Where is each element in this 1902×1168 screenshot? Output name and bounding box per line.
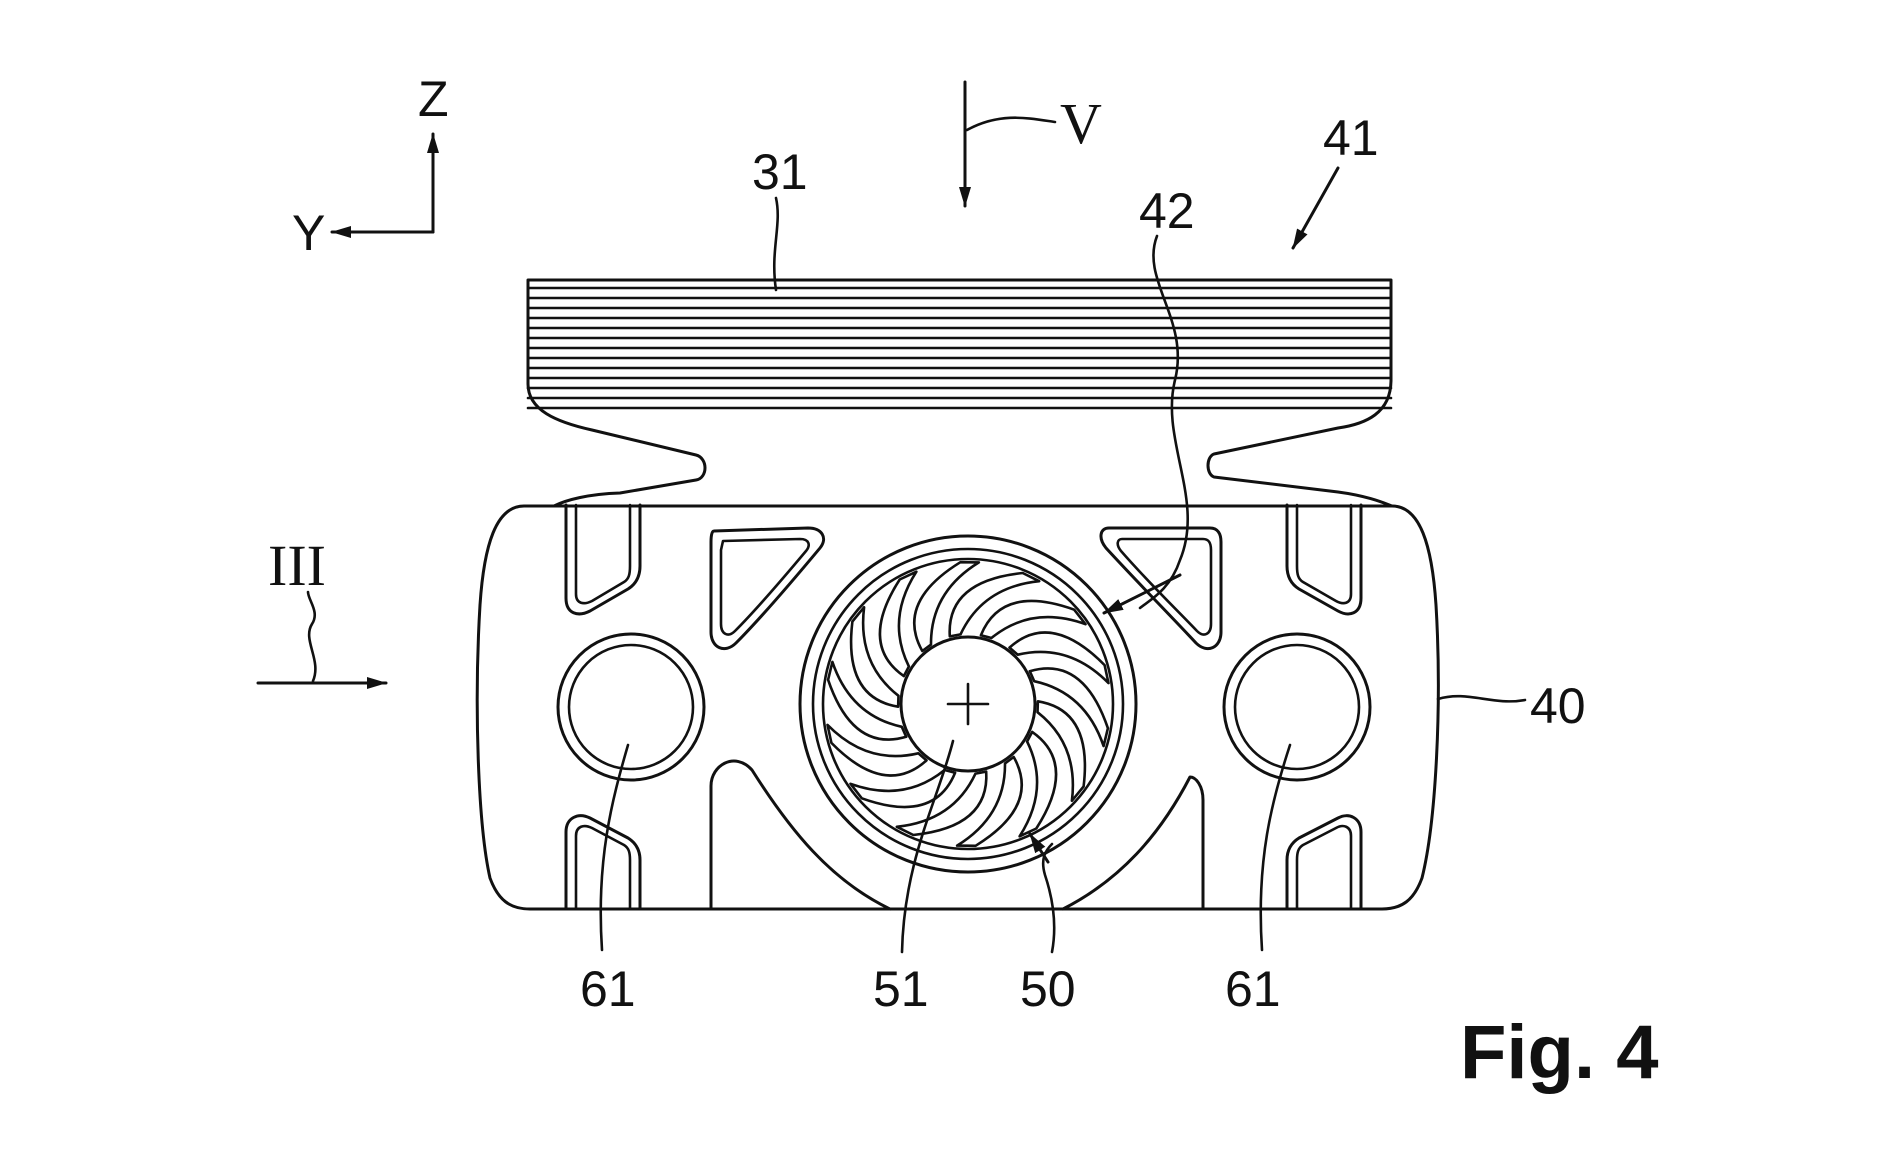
ref-31: 31 (752, 144, 808, 200)
housing-40 (475, 503, 1440, 911)
ref-40: 40 (1530, 678, 1586, 734)
ref-50: 50 (1020, 961, 1076, 1017)
fan-blade (955, 755, 1023, 848)
y-axis-label: Y (292, 205, 325, 261)
ref-51: 51 (873, 961, 929, 1017)
pocket-upper-mid-left-inner (719, 537, 810, 636)
fan-blade (826, 723, 928, 777)
fan-blade (1036, 700, 1087, 803)
view-arrow-v: V (959, 80, 1102, 208)
fan-blade (1008, 631, 1110, 685)
fan-blade (979, 599, 1087, 640)
rib-lower-right (1061, 775, 1205, 911)
ref-61-left: 61 (580, 961, 636, 1017)
fan-blade (913, 560, 981, 653)
fan-blade (878, 570, 918, 678)
fan-blade (826, 660, 908, 741)
pocket-upper-left-inner (574, 503, 632, 605)
pocket-upper-mid-right (1099, 526, 1223, 651)
leader-61-right (1259, 743, 1292, 952)
leader-42 (1138, 234, 1189, 610)
coordinate-system: Z Y (292, 71, 449, 261)
view-v-label: V (1060, 91, 1102, 156)
leader-61-left (599, 743, 630, 952)
leader-51 (900, 739, 955, 954)
leader-31 (772, 196, 780, 292)
pocket-lower-right-inner (1295, 824, 1353, 911)
pocket-upper-mid-left (709, 526, 825, 651)
pocket-lower-left-inner (574, 824, 632, 911)
ref-61-right: 61 (1225, 961, 1281, 1017)
housing-outline (475, 504, 1440, 911)
fan-blades-50 (826, 560, 1110, 848)
reference-numerals: 31 41 42 40 61 51 50 61 (580, 110, 1586, 1017)
ref-42: 42 (1139, 183, 1195, 239)
plate-stack-31 (526, 278, 1394, 508)
z-axis-label: Z (418, 71, 449, 127)
passage-left-61 (556, 632, 706, 782)
ref-41: 41 (1323, 110, 1379, 166)
leader-42-arrow (1102, 573, 1182, 615)
fan-ring (811, 547, 1125, 861)
plate-lines (526, 286, 1393, 410)
fan-blade (849, 605, 900, 708)
view-iii-leader (306, 590, 317, 683)
pocket-lower-right (1285, 814, 1363, 911)
reference-leaders (599, 166, 1527, 954)
view-v-leader (965, 116, 1057, 132)
pocket-upper-mid-right-inner (1116, 537, 1213, 636)
leader-40 (1436, 694, 1527, 703)
fan-blade (1028, 667, 1110, 748)
fan-assembly (798, 534, 1138, 874)
rib-lower-left (709, 759, 892, 911)
passage-right-61 (1222, 632, 1372, 782)
fan-opening-42 (798, 534, 1138, 874)
fan-ring-inner (821, 557, 1115, 851)
pocket-upper-right-inner (1295, 503, 1353, 605)
figure-label: Fig. 4 (1460, 1010, 1658, 1095)
pocket-upper-left (564, 503, 642, 616)
fan-blade (948, 571, 1041, 638)
fan-blade (895, 770, 988, 837)
view-arrow-iii: III (256, 533, 388, 689)
fan-blade (1018, 730, 1058, 838)
leader-50-arrow (1028, 832, 1050, 864)
pocket-upper-right (1285, 503, 1363, 616)
view-iii-label: III (268, 533, 326, 598)
plate-stack-outline (526, 278, 1394, 508)
leader-41-arrow (1291, 166, 1340, 250)
leader-50 (1041, 842, 1056, 954)
